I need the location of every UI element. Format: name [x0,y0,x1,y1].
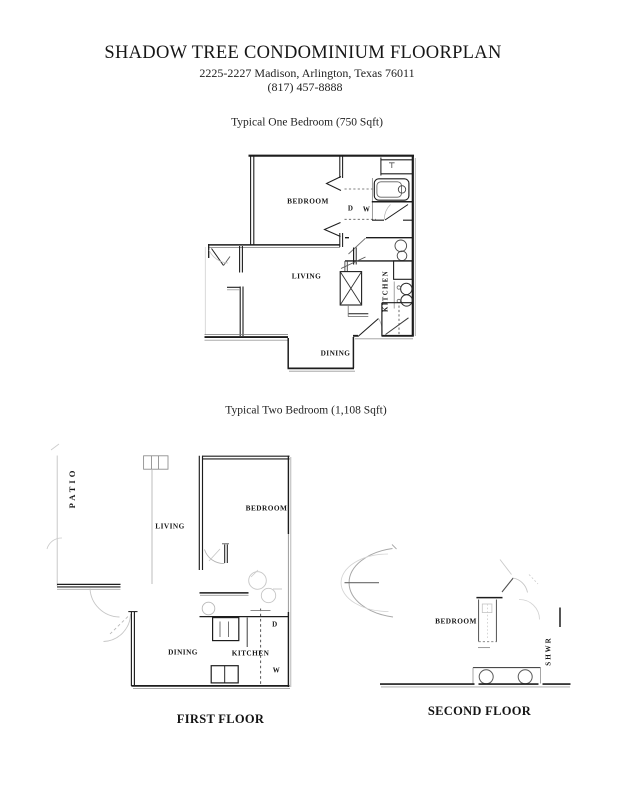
second-floor-title: SECOND FLOOR [427,703,532,718]
label-1br-kitchen: KITCHEN [382,270,390,312]
first-floor-title: FIRST FLOOR [176,711,265,726]
label-sf-bedroom: BEDROOM [435,616,477,626]
label-ff-patio: PATIO [66,467,77,509]
bedroom-door-leaf [224,544,228,563]
bathtub-symbol [373,178,410,201]
one-bedroom-caption: Typical One Bedroom (750 Sqft) [231,116,383,129]
label-ff-washer: W [272,666,280,675]
phone-line: (817) 457-8888 [267,79,343,94]
vanity-symbol [472,667,541,685]
label-sf-shower: SHWR [544,635,552,666]
label-1br-dryer: D [347,204,354,212]
dining-door-leaf [357,318,379,337]
address-line: 2225-2227 Madison, Arlington, Texas 7601… [199,65,415,80]
vanity-sinks [394,239,408,262]
label-1br-dining: DINING [320,348,351,358]
one-bedroom-plan [204,154,416,372]
closet-door-upper [325,176,342,191]
label-ff-kitchen: KITCHEN [231,647,270,657]
label-ff-dining: DINING [168,646,198,656]
first-floor-plan [46,443,292,690]
label-1br-bedroom: BEDROOM [287,195,329,205]
label-ff-bedroom: BEDROOM [245,503,288,513]
kitchen-sink-symbol [210,665,239,684]
label-ff-living: LIVING [155,521,185,531]
patio-slider-symbol [143,455,169,470]
label-1br-living: LIVING [291,271,322,281]
bath-door-leaf [384,204,409,221]
stove-burners [396,282,413,307]
stove-symbol [212,616,240,642]
closet-door-lower [323,222,341,237]
refrigerator-symbol [393,260,413,280]
bath-fixtures [201,569,282,616]
label-1br-washer: W [362,205,371,213]
two-bedroom-caption: Typical Two Bedroom (1,108 Sqft) [225,404,387,417]
label-ff-dryer: D [272,620,278,629]
closet-symbol [476,596,503,649]
page-title: SHADOW TREE CONDOMINIUM FLOORPLAN [104,42,502,63]
water-heater-symbol [339,271,363,306]
second-floor-plan [340,544,571,688]
